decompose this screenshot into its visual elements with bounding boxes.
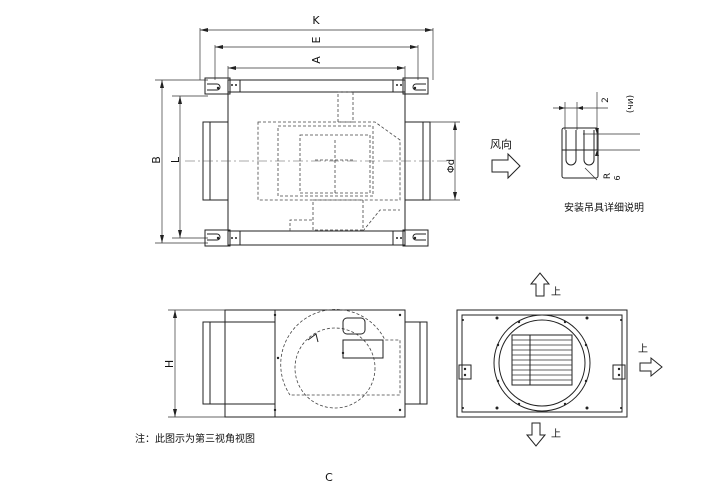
arrow-right-icon — [639, 356, 663, 378]
hanger-plate — [561, 127, 599, 179]
orientation-arrows: 上 上 上 — [525, 272, 663, 447]
hanger-caption: 安装吊具详细说明 — [564, 201, 644, 214]
housing-top-view — [227, 79, 406, 246]
arrow-down-icon — [525, 422, 547, 447]
side-view: H — [163, 309, 428, 418]
label-k: K — [312, 14, 320, 27]
label-up-bottom: 上 — [551, 428, 561, 440]
housing-front-view — [456, 309, 628, 418]
wind-direction-label: 风向 — [490, 137, 512, 151]
hanger-dim-2: 2 — [601, 97, 611, 103]
footer-label: C — [325, 471, 333, 483]
front-view — [456, 309, 628, 418]
label-e: E — [310, 36, 323, 43]
wind-direction: 风向 — [490, 137, 521, 180]
hanger-bracket-bottom — [204, 229, 429, 247]
outlet-ring-inner — [498, 319, 586, 407]
housing-side-view — [224, 309, 406, 418]
side-collar-left — [202, 321, 226, 405]
label-up-top: 上 — [551, 286, 561, 298]
hanger-detail: 2 (чи) R 6 安装吊具详细说明 — [553, 92, 644, 214]
arrow-up-icon — [529, 272, 551, 297]
hanger-r-sub: 6 — [613, 175, 622, 180]
label-b: B — [150, 156, 163, 164]
label-l: L — [169, 156, 182, 163]
label-h: H — [163, 360, 176, 368]
top-view: K E A B L — [150, 14, 460, 247]
third-angle-note: 注：此图示为第三视角视图 — [135, 432, 255, 445]
outlet-ring-outer — [493, 314, 591, 412]
hanger-r-label: R — [603, 173, 613, 179]
label-up-right: 上 — [638, 343, 648, 355]
wind-direction-arrow-icon — [491, 152, 521, 180]
label-a: A — [310, 56, 323, 64]
hanger-bracket-top — [204, 77, 429, 95]
hanger-dim-paren: (чи) — [626, 95, 636, 113]
side-collar-right — [404, 321, 428, 405]
label-phid: Φd — [446, 159, 457, 173]
